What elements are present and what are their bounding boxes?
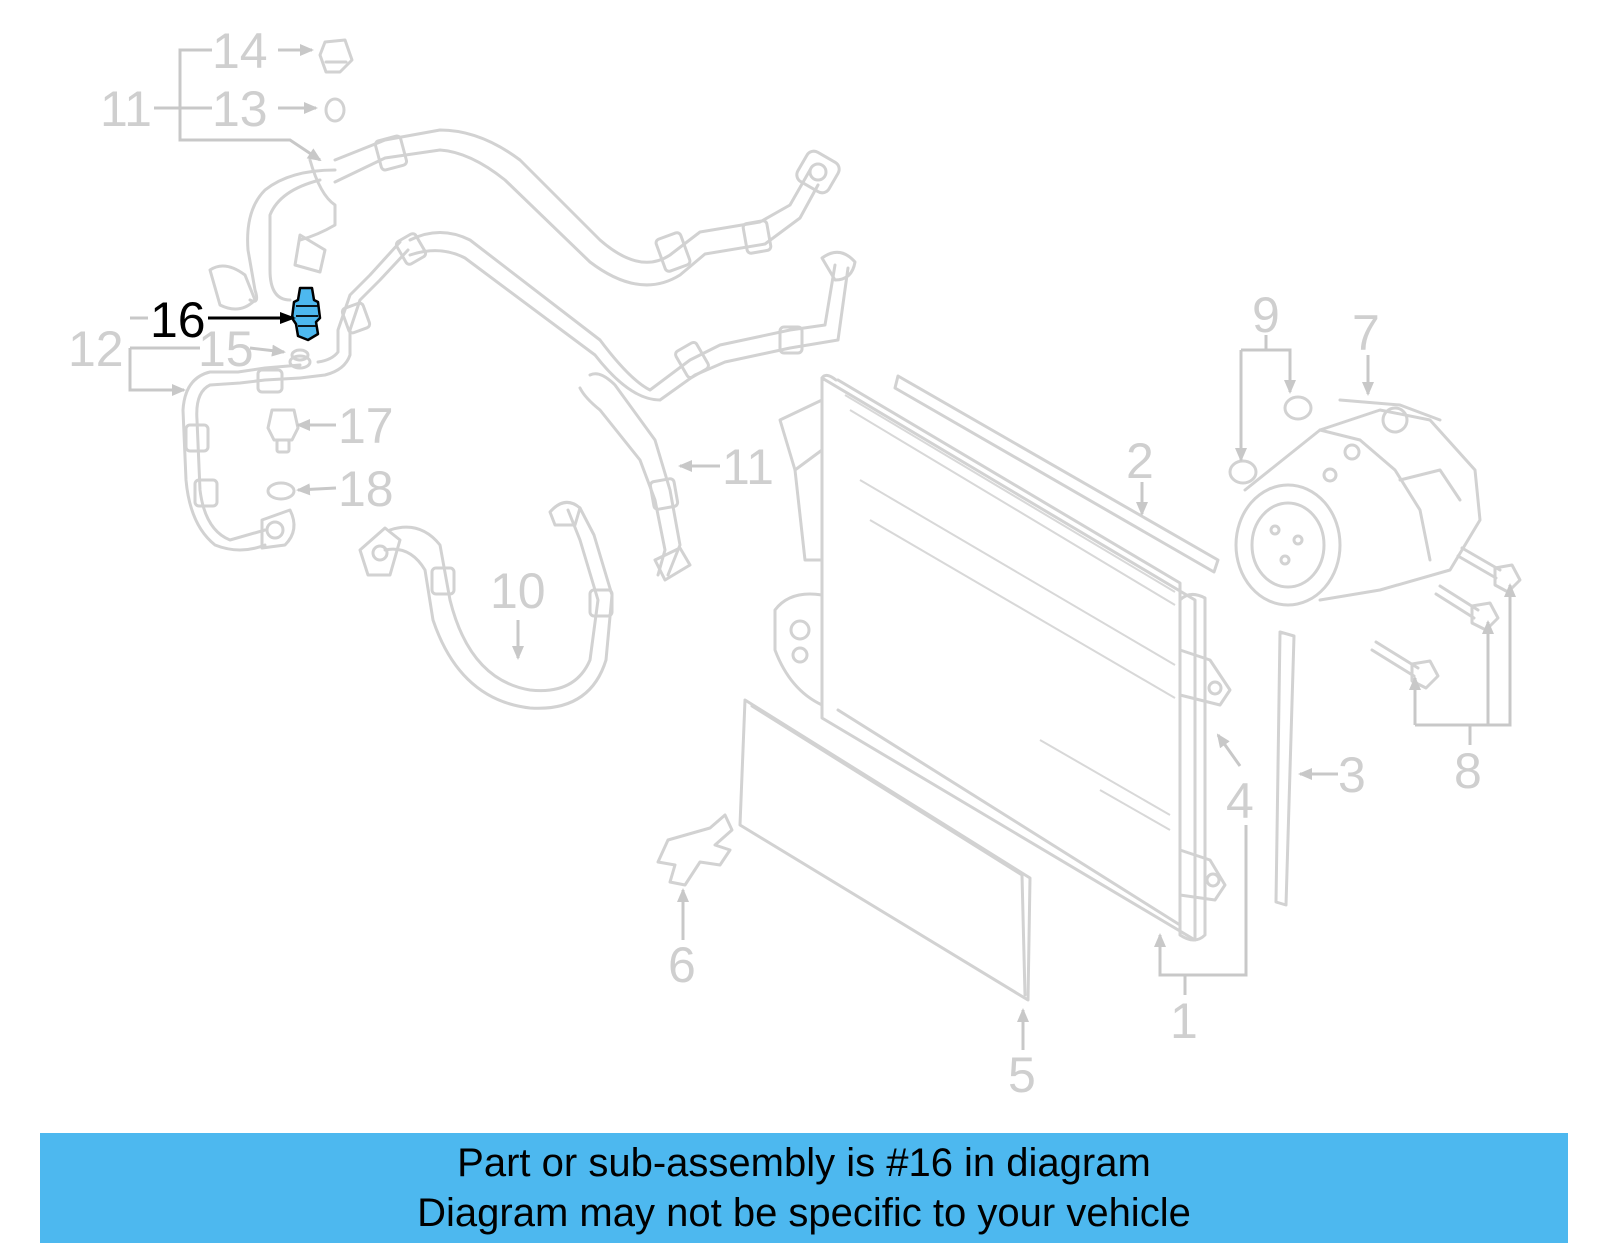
- bolts-8: [1370, 546, 1522, 690]
- condenser-assembly: [738, 373, 1296, 1002]
- callout-13: 13: [212, 81, 268, 137]
- callout-2: 2: [1126, 433, 1154, 489]
- callout-8: 8: [1454, 743, 1482, 799]
- callout-11-center: 11: [722, 439, 774, 495]
- callout-11-top: 11: [100, 81, 152, 137]
- callout-7: 7: [1352, 305, 1380, 361]
- o-ring-15: [288, 354, 312, 370]
- pressure-switch-16: [290, 286, 322, 342]
- callout-10: 10: [490, 563, 546, 619]
- hose-10: [358, 500, 614, 710]
- banner-line-2: Diagram may not be specific to your vehi…: [417, 1191, 1191, 1235]
- callout-5: 5: [1008, 1047, 1036, 1103]
- cap-9-b: [1283, 395, 1313, 421]
- callout-12: 12: [68, 321, 124, 377]
- callout-9: 9: [1252, 287, 1280, 343]
- callout-4: 4: [1226, 773, 1254, 829]
- callout-18: 18: [338, 461, 394, 517]
- callout-6: 6: [668, 937, 696, 993]
- compressor-7: [1234, 398, 1482, 607]
- o-ring-15-b: [290, 348, 310, 362]
- callout-17: 17: [338, 398, 394, 454]
- banner-line-1: Part or sub-assembly is #16 in diagram: [457, 1141, 1151, 1185]
- callout-3: 3: [1338, 747, 1366, 803]
- leader-lines: [128, 44, 1516, 1050]
- discharge-hose: [181, 363, 302, 552]
- liquid-line-assembly: [298, 231, 857, 402]
- fitting-14: [318, 38, 354, 74]
- callout-1: 1: [1170, 993, 1198, 1049]
- callout-15: 15: [198, 321, 254, 377]
- o-ring-18: [266, 481, 296, 501]
- info-banner: Part or sub-assembly is #16 in diagram D…: [40, 1133, 1568, 1243]
- bracket-6: [656, 813, 734, 887]
- sensor-17: [266, 408, 300, 454]
- o-ring-13: [324, 97, 346, 123]
- suction-hose-assembly: [208, 128, 841, 311]
- callout-14: 14: [212, 23, 268, 79]
- hose-11-lower: [578, 372, 692, 582]
- cap-9-a: [1228, 459, 1258, 485]
- callout-16: 16: [150, 292, 206, 348]
